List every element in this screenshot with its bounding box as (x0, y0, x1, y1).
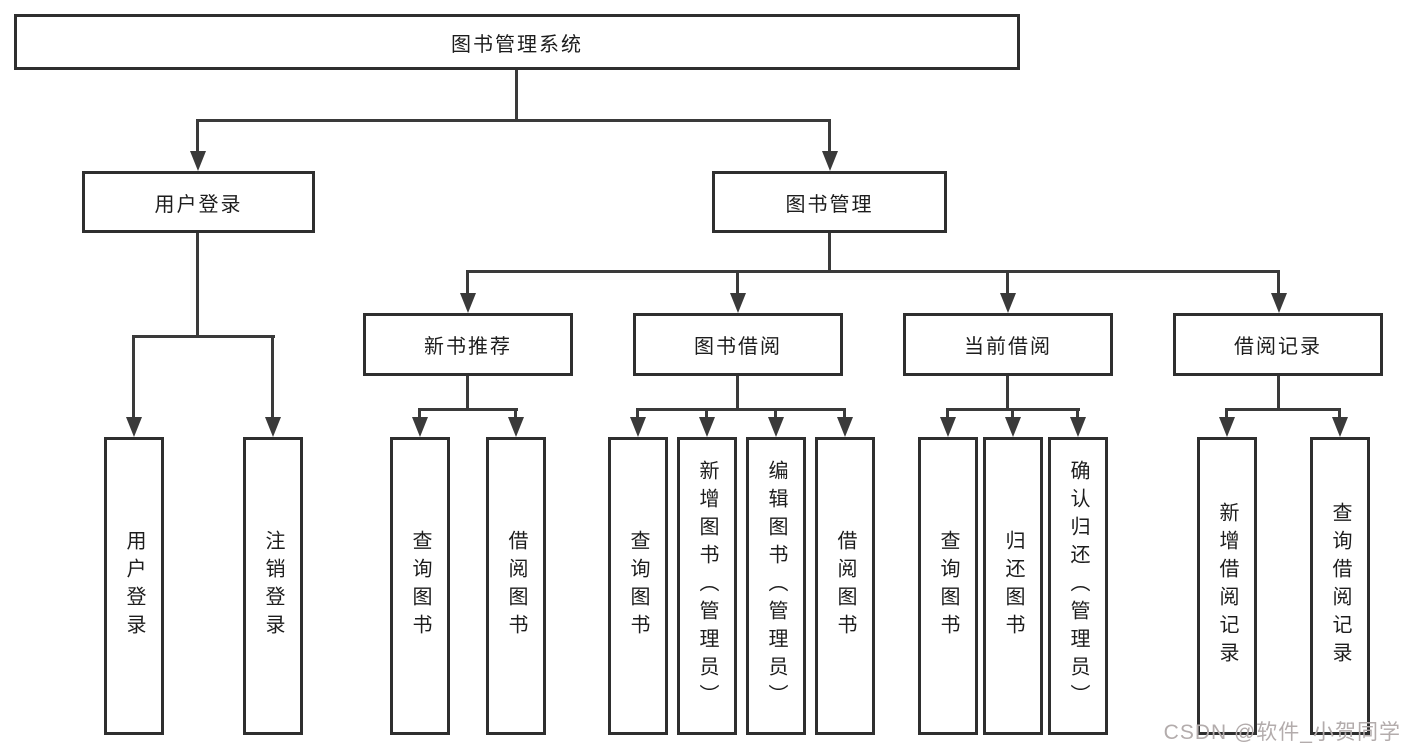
leaf-query-borrow-record-label: 查询借阅记录 (1329, 502, 1351, 670)
connector-drop-leaf-logout (271, 335, 274, 419)
leaf-query-books-current: 查询图书 (918, 437, 978, 735)
arrowhead-icon (730, 293, 746, 313)
arrowhead-icon (768, 417, 784, 437)
leaf-edit-book-admin: 编辑图书（管理员） (746, 437, 806, 735)
connector-drop (1338, 408, 1341, 419)
connector-drop (636, 408, 639, 419)
leaf-query-books-recommend-label: 查询图书 (409, 530, 431, 642)
connector-user-login-stub (196, 233, 199, 335)
connector-drop (1076, 408, 1079, 419)
arrowhead-icon (837, 417, 853, 437)
leaf-user-login-label: 用户登录 (123, 530, 145, 642)
connector-drop (843, 408, 846, 419)
leaf-add-book-admin-label: 新增图书（管理员） (696, 460, 718, 712)
arrowhead-icon (126, 417, 142, 437)
connector-current-borrow-stub (1006, 376, 1009, 408)
leaf-add-borrow-record: 新增借阅记录 (1197, 437, 1257, 735)
connector-book-borrow-branch (636, 408, 846, 411)
arrowhead-icon (265, 417, 281, 437)
arrowhead-icon (1271, 293, 1287, 313)
arrowhead-icon (1005, 417, 1021, 437)
leaf-query-books-recommend: 查询图书 (390, 437, 450, 735)
connector-drop (514, 408, 517, 419)
connector-drop-leaf-user-login (132, 335, 135, 419)
leaf-query-books-borrow-label: 查询图书 (627, 530, 649, 642)
connector-book-management-stub (828, 233, 831, 272)
arrowhead-icon (460, 293, 476, 313)
leaf-return-book: 归还图书 (983, 437, 1043, 735)
leaf-borrow-books-borrow-label: 借阅图书 (834, 530, 856, 642)
connector-root-branch (196, 119, 831, 122)
node-new-book-recommend: 新书推荐 (363, 313, 573, 376)
leaf-add-borrow-record-label: 新增借阅记录 (1216, 502, 1238, 670)
leaf-query-books-current-label: 查询图书 (937, 530, 959, 642)
arrowhead-icon (412, 417, 428, 437)
connector-drop (705, 408, 708, 419)
arrowhead-icon (1000, 293, 1016, 313)
leaf-edit-book-admin-label: 编辑图书（管理员） (765, 460, 787, 712)
arrowhead-icon (508, 417, 524, 437)
node-current-borrow: 当前借阅 (903, 313, 1113, 376)
leaf-query-books-borrow: 查询图书 (608, 437, 668, 735)
arrowhead-icon (822, 151, 838, 171)
connector-drop (418, 408, 421, 419)
leaf-borrow-books-recommend-label: 借阅图书 (505, 530, 527, 642)
arrowhead-icon (1332, 417, 1348, 437)
connector-drop (1225, 408, 1228, 419)
arrowhead-icon (1219, 417, 1235, 437)
connector-borrow-records-stub (1277, 376, 1280, 408)
csdn-watermark: CSDN @软件_小贺同学 (1163, 721, 1401, 744)
leaf-query-borrow-record: 查询借阅记录 (1310, 437, 1370, 735)
leaf-add-book-admin: 新增图书（管理员） (677, 437, 737, 735)
node-book-borrow: 图书借阅 (633, 313, 843, 376)
connector-drop (946, 408, 949, 419)
node-library-management-system: 图书管理系统 (14, 14, 1020, 70)
connector-drop-book-management (828, 119, 831, 153)
leaf-user-login: 用户登录 (104, 437, 164, 735)
connector-drop-new-book-recommend (466, 270, 469, 295)
leaf-confirm-return-admin-label: 确认归还（管理员） (1067, 460, 1089, 712)
connector-borrow-records-branch (1225, 408, 1341, 411)
connector-drop-borrow-records (1277, 270, 1280, 295)
node-user-login: 用户登录 (82, 171, 315, 233)
arrowhead-icon (1070, 417, 1086, 437)
node-book-management: 图书管理 (712, 171, 947, 233)
leaf-borrow-books-borrow: 借阅图书 (815, 437, 875, 735)
connector-book-borrow-stub (736, 376, 739, 408)
connector-drop-current-borrow (1006, 270, 1009, 295)
leaf-confirm-return-admin: 确认归还（管理员） (1048, 437, 1108, 735)
leaf-borrow-books-recommend: 借阅图书 (486, 437, 546, 735)
connector-drop (774, 408, 777, 419)
arrowhead-icon (190, 151, 206, 171)
leaf-logout-login-label: 注销登录 (262, 530, 284, 642)
connector-drop-book-borrow (736, 270, 739, 295)
connector-new-book-recommend-stub (466, 376, 469, 408)
connector-new-book-recommend-branch (418, 408, 518, 411)
arrowhead-icon (699, 417, 715, 437)
connector-user-login-branch (132, 335, 275, 338)
connector-drop-user-login (196, 119, 199, 153)
arrowhead-icon (940, 417, 956, 437)
connector-drop (1011, 408, 1014, 419)
node-borrow-records: 借阅记录 (1173, 313, 1383, 376)
leaf-logout-login: 注销登录 (243, 437, 303, 735)
connector-book-management-branch (466, 270, 1280, 273)
leaf-return-book-label: 归还图书 (1002, 530, 1024, 642)
arrowhead-icon (630, 417, 646, 437)
connector-root-stub (515, 70, 518, 119)
